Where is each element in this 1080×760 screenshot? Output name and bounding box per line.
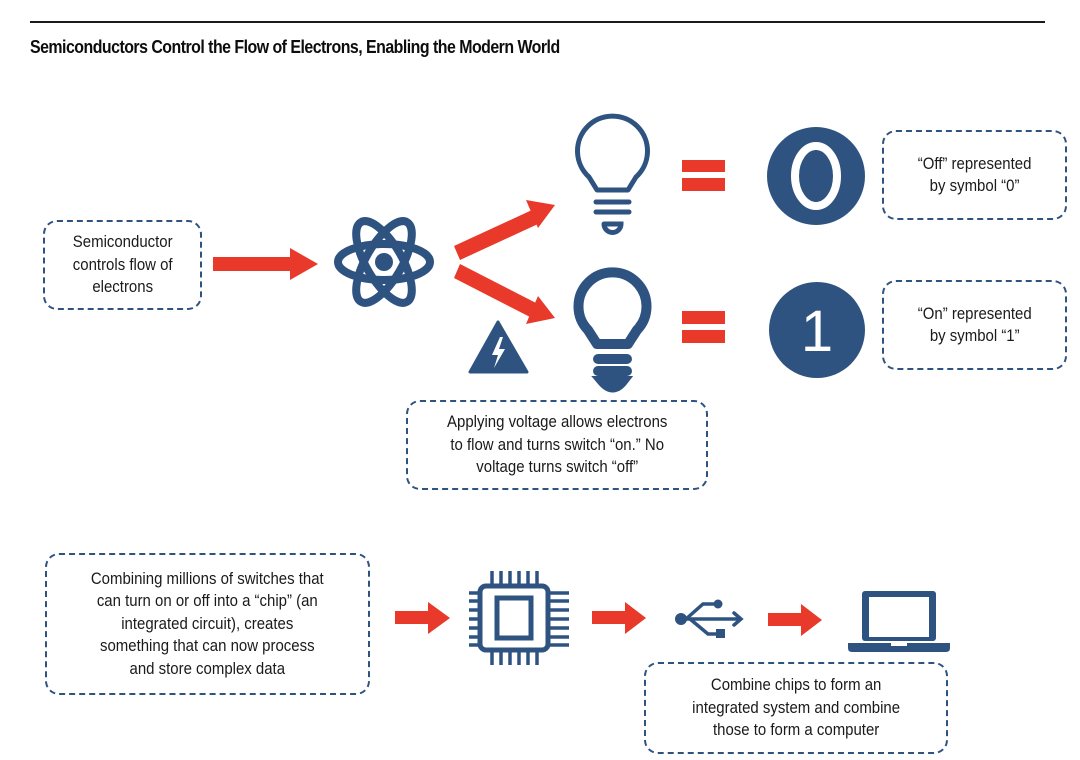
chip-box: Combining millions of switches that can … — [45, 553, 370, 695]
arrow-down-right-icon — [454, 264, 555, 324]
high-voltage-warning-icon — [468, 320, 529, 374]
digit-one-text: 1 — [801, 299, 833, 364]
arrow-right-icon — [395, 602, 450, 634]
usb-icon — [675, 599, 744, 638]
arrow-right-icon — [213, 248, 318, 280]
computer-box: Combine chips to form an integrated syst… — [644, 662, 948, 754]
on-symbol-text: “On” represented by symbol “1” — [917, 303, 1032, 345]
arrow-right-icon — [592, 602, 646, 634]
digit-zero-icon — [767, 127, 865, 225]
atom-icon — [334, 217, 434, 307]
voltage-text: Applying voltage allows electrons to flo… — [446, 412, 668, 477]
equals-icon — [682, 311, 725, 343]
top-rule — [30, 21, 1045, 23]
arrow-right-icon — [768, 604, 822, 636]
lightbulb-off-icon — [575, 113, 650, 235]
chip-text: Combining millions of switches that can … — [91, 568, 324, 678]
semiconductor-text: Semiconductor controls flow of electrons — [72, 232, 173, 297]
lightbulb-on-icon — [573, 267, 652, 393]
voltage-box: Applying voltage allows electrons to flo… — [406, 400, 708, 490]
off-symbol-box: “Off” represented by symbol “0” — [882, 130, 1067, 220]
digit-one-icon: 1 — [769, 282, 865, 378]
diagram-title: Semiconductors Control the Flow of Elect… — [30, 36, 560, 57]
laptop-icon — [848, 591, 950, 652]
semiconductor-box: Semiconductor controls flow of electrons — [43, 220, 202, 310]
on-symbol-box: “On” represented by symbol “1” — [882, 280, 1067, 370]
equals-icon — [682, 160, 725, 191]
computer-text: Combine chips to form an integrated syst… — [692, 675, 900, 740]
off-symbol-text: “Off” represented by symbol “0” — [917, 153, 1032, 195]
arrow-up-right-icon — [454, 200, 555, 260]
microchip-icon — [469, 571, 569, 665]
